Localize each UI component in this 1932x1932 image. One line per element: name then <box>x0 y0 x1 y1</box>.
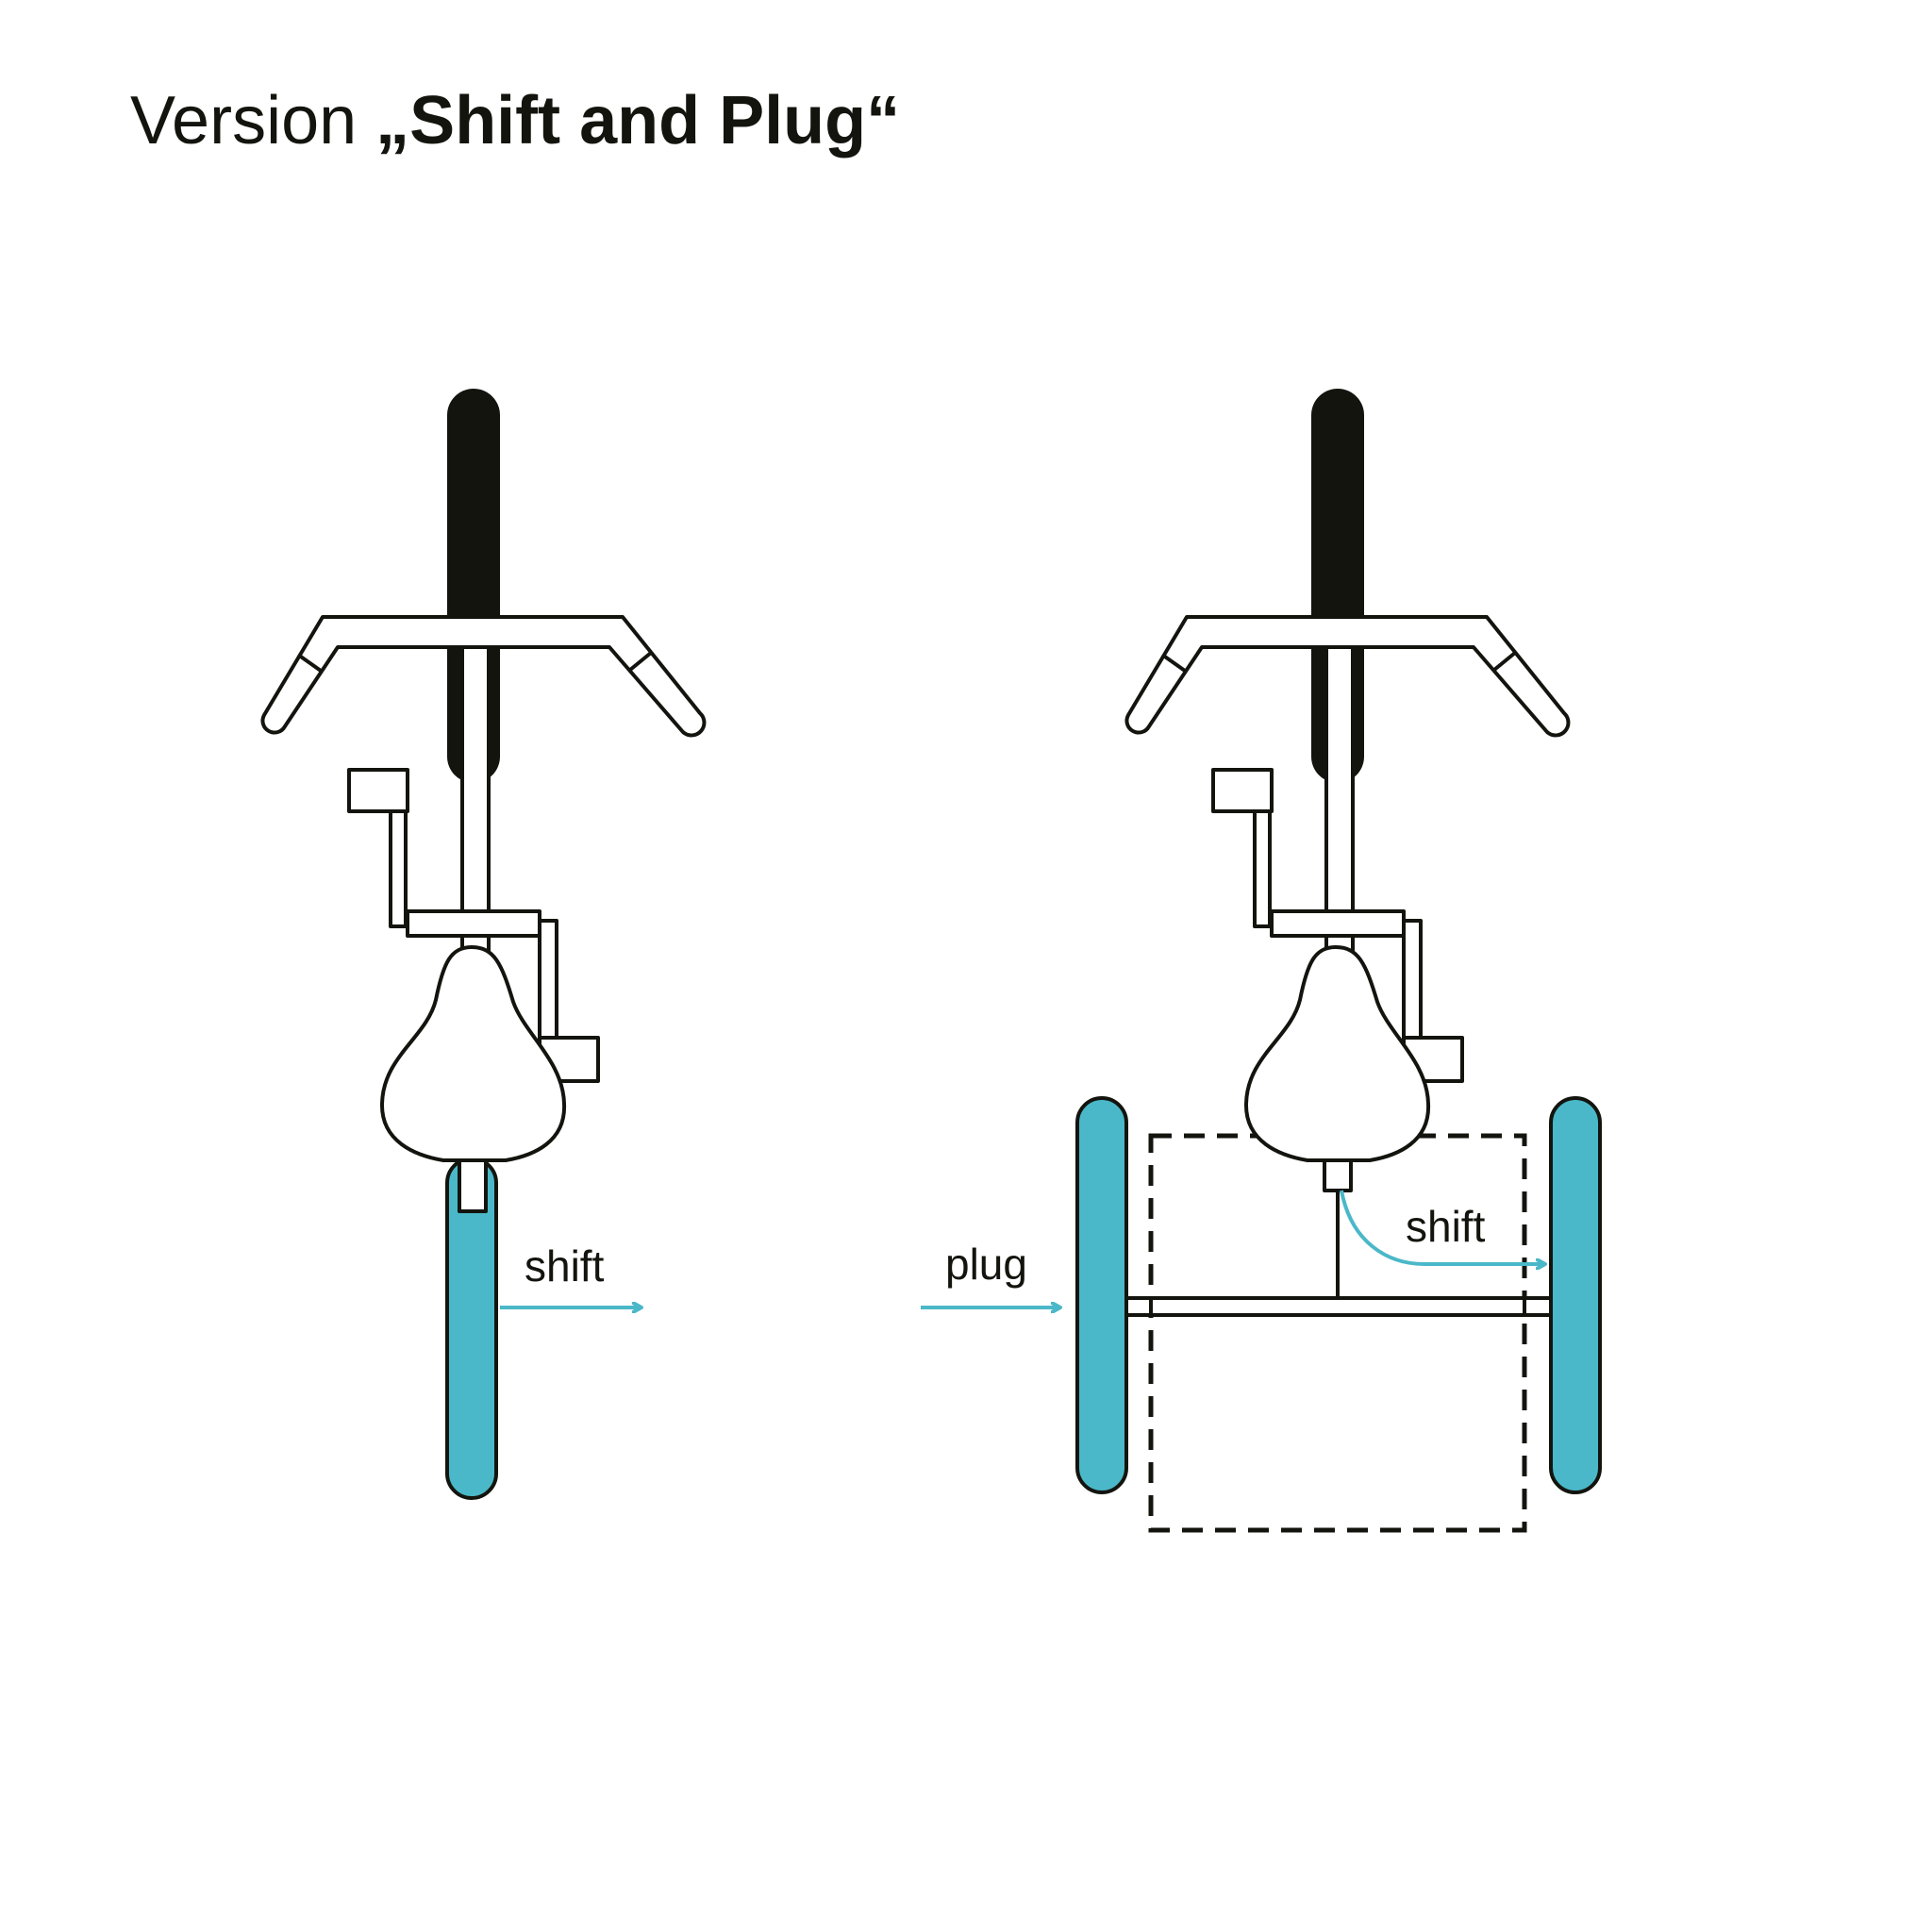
left-seatpost <box>458 1157 488 1213</box>
page-title: Version „Shift and Plug“ <box>130 87 900 155</box>
right-pedal-top <box>1211 768 1274 813</box>
left-crank-arm <box>389 809 408 928</box>
right-rear-assembly <box>1075 945 1602 1494</box>
right-handlebar <box>1124 615 1571 738</box>
right-steerer <box>1324 640 1355 955</box>
rear-wheel-right <box>1549 1096 1602 1494</box>
right-shift-arrow <box>1340 1190 1545 1264</box>
right-shift-label: shift <box>1406 1202 1486 1251</box>
title-emphasis: „Shift and Plug“ <box>375 83 901 158</box>
right-seatpost <box>1323 1157 1353 1192</box>
left-saddle <box>379 945 567 1162</box>
left-pedal-top <box>347 768 409 813</box>
left-bike <box>260 389 707 1500</box>
left-bottom-bracket <box>406 909 541 938</box>
left-shift-label: shift <box>525 1241 605 1291</box>
title-prefix: Version <box>130 83 358 158</box>
cargo-box-outline <box>1148 1133 1527 1533</box>
rear-wheel-left <box>1075 1096 1128 1494</box>
right-crank-arm <box>1253 809 1272 928</box>
rear-axle <box>1124 1296 1553 1317</box>
right-saddle <box>1243 945 1431 1162</box>
left-crank-arm-right <box>538 919 558 1041</box>
left-steerer <box>460 640 491 955</box>
plug-label: plug <box>945 1240 1027 1289</box>
right-bike <box>1124 389 1571 1083</box>
left-handlebar <box>260 615 707 738</box>
right-crank-arm-right <box>1402 919 1423 1041</box>
right-bottom-bracket <box>1270 909 1406 938</box>
